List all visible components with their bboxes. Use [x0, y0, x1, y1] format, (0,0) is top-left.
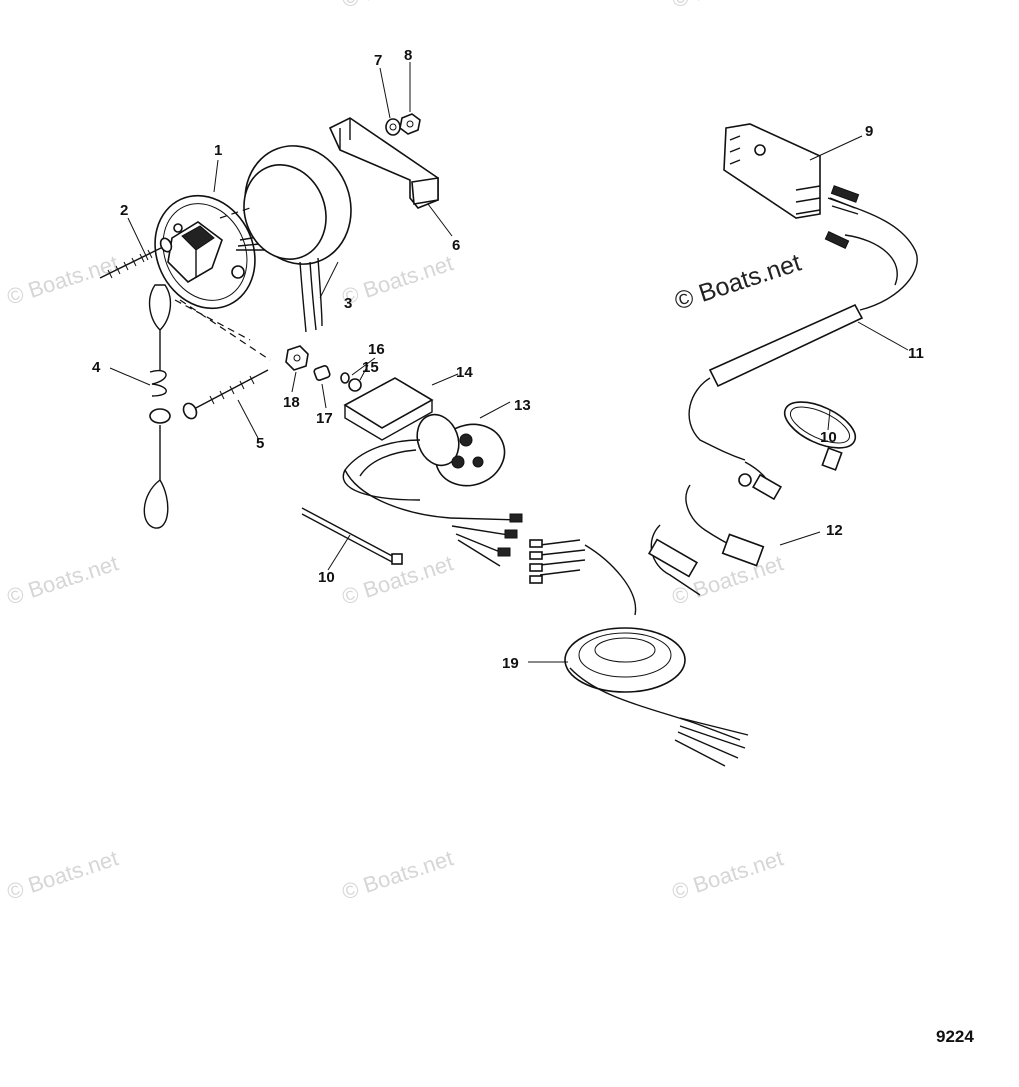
callout-10-right: 10 [820, 429, 837, 446]
callout-14: 14 [456, 364, 473, 381]
callout-10-left: 10 [318, 569, 335, 586]
callout-3: 3 [344, 295, 352, 312]
watermark: © Boats.net [339, 845, 456, 904]
callout-13: 13 [514, 397, 531, 414]
part-12-connectors [647, 461, 782, 596]
part-3-housing-ring [219, 145, 352, 333]
callout-19: 19 [502, 655, 519, 672]
part-8-nut [399, 113, 421, 135]
callout-9: 9 [865, 123, 873, 140]
part-10-tie-strap-left [301, 507, 403, 565]
part-6-bracket [328, 117, 439, 209]
callout-6: 6 [452, 237, 460, 254]
part-16-nut [340, 372, 350, 384]
part-7-washer [385, 118, 401, 136]
watermark: © Boats.net [339, 0, 456, 13]
watermark: © Boats.net [669, 0, 786, 13]
wire-bundle [344, 469, 586, 584]
part-11-harness [688, 185, 918, 461]
watermark: © Boats.net [4, 250, 121, 309]
part-19-coiled-cable [564, 544, 749, 767]
part-17-spacer [313, 365, 331, 381]
callout-1: 1 [214, 142, 222, 159]
figure-number: 9224 [936, 1027, 974, 1046]
leader-lines [109, 62, 909, 663]
callout-11: 11 [908, 345, 924, 362]
part-14-clip [343, 377, 434, 441]
callout-7: 7 [374, 52, 382, 69]
watermark-primary: © Boats.net [671, 249, 804, 316]
callout-2: 2 [120, 202, 128, 219]
part-18-nut [285, 345, 309, 371]
callout-18: 18 [283, 394, 300, 411]
watermark-layer: © Boats.net © Boats.net © Boats.net © Bo… [4, 0, 805, 905]
callout-8: 8 [404, 47, 412, 64]
watermark: © Boats.net [669, 845, 786, 904]
callout-16: 16 [368, 341, 385, 358]
part-2-screw [99, 237, 173, 279]
part-15-washer [348, 378, 362, 392]
part-13-plug [342, 413, 506, 501]
watermark: © Boats.net [4, 550, 121, 609]
part-9-bracket [723, 123, 821, 219]
callouts: 1 2 3 4 5 6 7 8 9 10 10 11 12 13 14 15 1… [92, 47, 924, 672]
part-5-long-screw [182, 369, 269, 420]
callout-15: 15 [362, 359, 379, 376]
watermark: © Boats.net [339, 250, 456, 309]
callout-12: 12 [826, 522, 843, 539]
watermark: © Boats.net [4, 845, 121, 904]
callout-17: 17 [316, 410, 333, 427]
part-10-tie-strap-right [783, 401, 857, 471]
callout-4: 4 [92, 359, 101, 376]
callout-5: 5 [256, 435, 264, 452]
part-4-lanyard [143, 284, 271, 529]
